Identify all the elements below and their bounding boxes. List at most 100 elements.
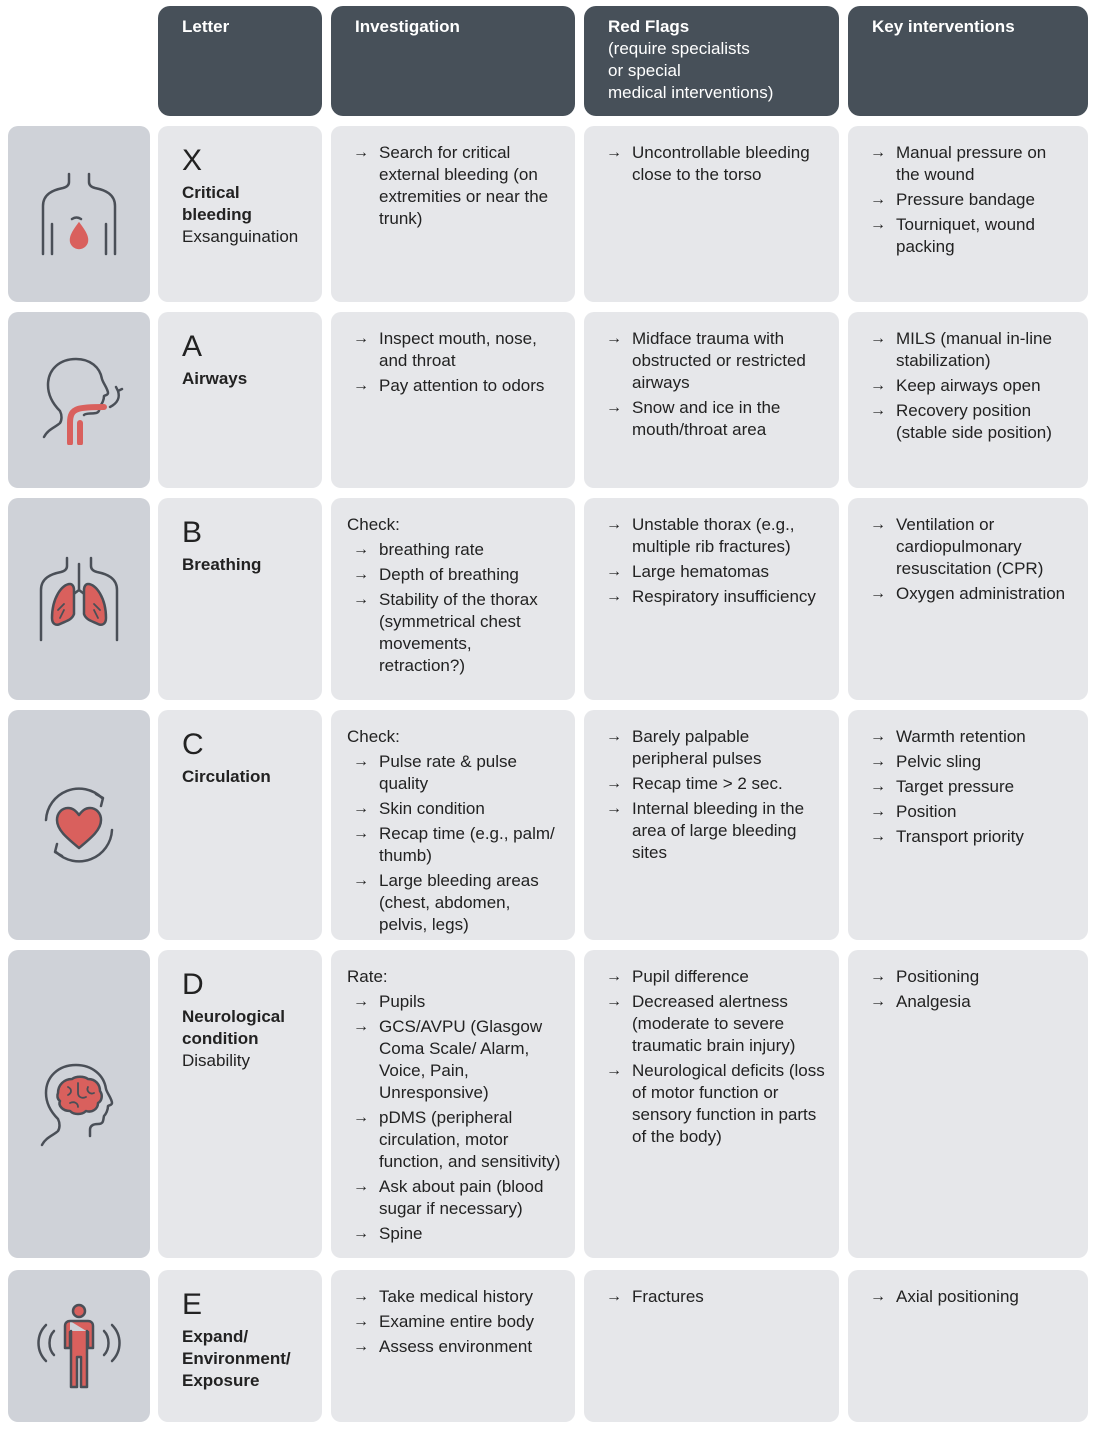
list-item: →Examine entire body — [353, 1312, 534, 1331]
arrow-right-icon: → — [353, 800, 369, 817]
arrow-right-icon: → — [353, 825, 369, 842]
list-item: →Pupil difference — [606, 967, 749, 986]
row-e-red-flags: →Fractures — [584, 1270, 839, 1422]
row-x-investigation: →Search for critical external bleeding (… — [331, 126, 575, 302]
row-e-letter-cell: E Expand/ Environment/ Exposure — [158, 1270, 322, 1422]
arrow-right-icon: → — [353, 872, 369, 889]
row-e-interventions: →Axial positioning — [848, 1270, 1088, 1422]
list-item: →Inspect mouth, nose, and throat — [353, 329, 537, 370]
arrow-right-icon: → — [606, 1288, 622, 1305]
row-c-interventions: →Warmth retention →Pelvic sling →Target … — [848, 710, 1088, 940]
row-d-investigation: Rate: →Pupils →GCS/AVPU (Glasgow Coma Sc… — [331, 950, 575, 1258]
list-item: →Oxygen administration — [870, 584, 1066, 603]
arrow-right-icon: → — [353, 566, 369, 583]
arrow-right-icon: → — [870, 377, 886, 394]
arrow-right-icon: → — [870, 330, 886, 347]
list-item: →Ventilation or cardiopulmonary resuscit… — [870, 515, 1044, 578]
arrow-right-icon: → — [870, 585, 886, 602]
arrow-right-icon: → — [870, 993, 886, 1010]
row-letter: X — [182, 144, 203, 177]
list-item: →Barely palpable peripheral pulses — [606, 727, 762, 768]
list-item: →GCS/AVPU (Glasgow Coma Scale/ Alarm, Vo… — [353, 1017, 543, 1102]
arrow-right-icon: → — [870, 191, 886, 208]
arrow-right-icon: → — [606, 968, 622, 985]
list-item: →Skin condition — [353, 799, 485, 818]
header-investigation: Investigation — [331, 6, 575, 116]
row-letter: D — [182, 968, 204, 1001]
list-item: →Pressure bandage — [870, 190, 1035, 209]
list-item: →Unstable thorax (e.g., multiple rib fra… — [606, 515, 795, 556]
arrow-right-icon: → — [606, 516, 622, 533]
row-b-icon-cell — [8, 498, 150, 700]
list-item: →Decreased alertness (moderate to severe… — [606, 992, 796, 1055]
investigation-intro: Check: — [347, 515, 400, 534]
row-a-icon-cell — [8, 312, 150, 488]
row-e-icon-cell — [8, 1270, 150, 1422]
list-item: →pDMS (peripheral circulation, motor fun… — [353, 1108, 561, 1171]
torso-bleeding-icon — [41, 172, 117, 256]
list-item: →Take medical history — [353, 1287, 534, 1306]
list-item: →Axial positioning — [870, 1287, 1019, 1306]
arrow-right-icon: → — [870, 516, 886, 533]
row-d-interventions: →Positioning →Analgesia — [848, 950, 1088, 1258]
list-item: →Analgesia — [870, 992, 971, 1011]
list-item: →Pupils — [353, 992, 426, 1011]
list-item: →Warmth retention — [870, 727, 1026, 746]
arrow-right-icon: → — [870, 402, 886, 419]
arrow-right-icon: → — [606, 144, 622, 161]
list-item: →Search for critical external bleeding (… — [353, 143, 549, 228]
row-x-letter-cell: X Critical bleeding Exsanguination — [158, 126, 322, 302]
arrow-right-icon: → — [606, 563, 622, 580]
row-title: Airways — [182, 369, 248, 388]
arrow-right-icon: → — [353, 753, 369, 770]
list-item: →Position — [870, 802, 957, 821]
arrow-right-icon: → — [353, 1338, 369, 1355]
arrow-right-icon: → — [870, 753, 886, 770]
row-d-red-flags: →Pupil difference →Decreased alertness (… — [584, 950, 839, 1258]
header-red-flags-sub-3: medical interventions) — [608, 83, 774, 102]
arrow-right-icon: → — [606, 728, 622, 745]
arrow-right-icon: → — [606, 800, 622, 817]
arrow-right-icon: → — [870, 968, 886, 985]
row-subtitle: Disability — [182, 1051, 251, 1070]
list-item: →Neurological deficits (loss of motor fu… — [606, 1061, 825, 1146]
list-item: →Manual pressure on the wound — [870, 143, 1047, 184]
arrow-right-icon: → — [606, 775, 622, 792]
arrow-right-icon: → — [353, 1178, 369, 1195]
row-letter: C — [182, 728, 204, 761]
arrow-right-icon: → — [870, 828, 886, 845]
arrow-right-icon: → — [353, 591, 369, 608]
header-red-flags-sub-1: (require specialists — [608, 39, 750, 58]
arrow-right-icon: → — [353, 993, 369, 1010]
row-c-letter-cell: C Circulation — [158, 710, 322, 940]
row-title: Neurological condition — [182, 1007, 285, 1048]
brain-head-icon — [40, 1063, 114, 1147]
list-item: →Snow and ice in the mouth/throat area — [606, 398, 781, 439]
row-d-icon-cell — [8, 950, 150, 1258]
arrow-right-icon: → — [353, 1109, 369, 1126]
arrow-right-icon: → — [353, 1018, 369, 1035]
arrow-right-icon: → — [870, 144, 886, 161]
row-c-red-flags: →Barely palpable peripheral pulses →Reca… — [584, 710, 839, 940]
arrow-right-icon: → — [870, 216, 886, 233]
investigation-intro: Check: — [347, 727, 400, 746]
row-c-icon-cell — [8, 710, 150, 940]
header-letter: Letter — [158, 6, 322, 116]
header-red-flags: Red Flags (require specialists or specia… — [584, 6, 839, 116]
list-item: →Depth of breathing — [353, 565, 519, 584]
row-b-investigation: Check: →breathing rate →Depth of breathi… — [331, 498, 575, 700]
list-item: →Recap time (e.g., palm/ thumb) — [353, 824, 555, 865]
arrow-right-icon: → — [353, 1313, 369, 1330]
row-title: Expand/ Environment/ Exposure — [182, 1327, 291, 1390]
list-item: →Spine — [353, 1224, 423, 1243]
arrow-right-icon: → — [606, 1062, 622, 1079]
row-letter: B — [182, 516, 203, 549]
arrow-right-icon: → — [870, 778, 886, 795]
arrow-right-icon: → — [353, 377, 369, 394]
heart-circulation-icon — [44, 787, 114, 863]
row-a-interventions: →MILS (manual in-line stabilization) →Ke… — [848, 312, 1088, 488]
list-item: →breathing rate — [353, 540, 484, 559]
row-e-investigation: →Take medical history →Examine entire bo… — [331, 1270, 575, 1422]
row-letter: A — [182, 330, 203, 363]
header-letter-label: Letter — [182, 17, 230, 36]
